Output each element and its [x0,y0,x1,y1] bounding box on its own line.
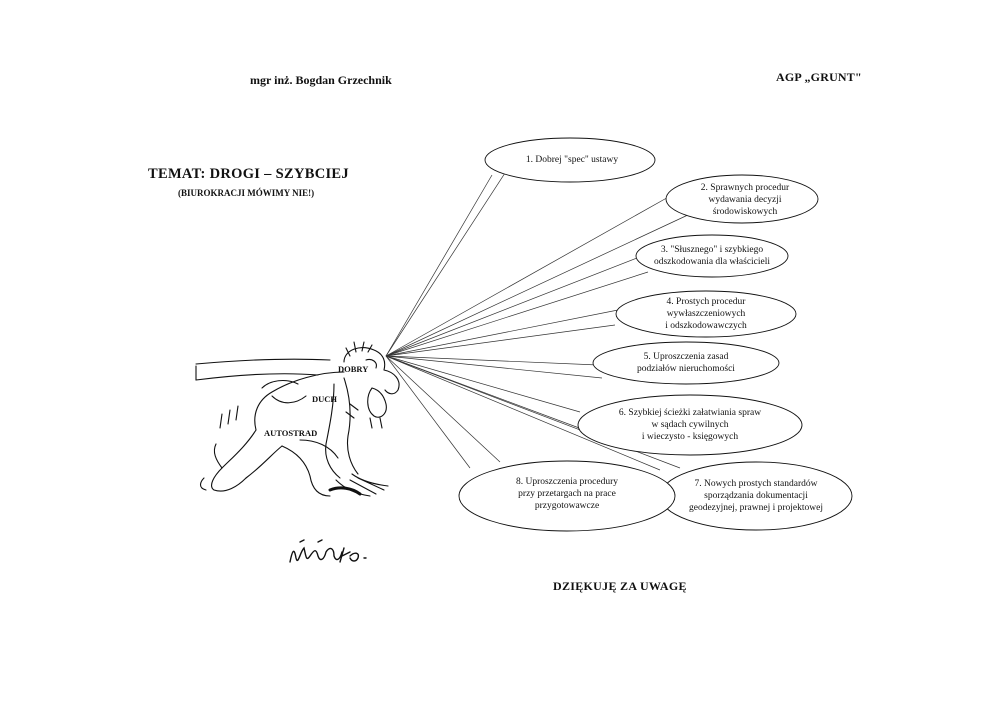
bubble-6-text: 6. Szybkiej ścieżki załatwiania spraw w … [618,408,762,442]
bubble-4 [615,290,797,338]
bubble-3 [635,234,789,278]
bubble-5 [592,341,780,385]
bubble-1 [484,137,656,183]
bubble-5-text: 5. Uproszczenia zasad podziałów nierucho… [637,352,735,374]
label-dobry: DOBRY [338,364,369,374]
topic-title: TEMAT: DROGI – SZYBCIEJ [148,166,349,182]
bubble-1-text: 1. Dobrej "spec" ustawy [525,155,619,165]
bubble-3-text: 3. "Słusznego" i szybkiego odszkodowania… [653,245,771,267]
bubble-2-text: 2. Sprawnych procedur wydawania decyzji … [700,183,790,217]
bubble-6 [577,394,803,456]
bubble-8 [458,460,676,532]
bubble-4-text: 4. Prostych procedur wywłaszczeniowych i… [665,297,747,331]
bubble-2 [665,174,819,224]
bubble-8-text: 8. Uproszczenia procedury przy przetarga… [515,477,619,511]
organization-name: AGP „GRUNT" [776,70,862,84]
author-name: mgr inż. Bogdan Grzechnik [250,73,392,87]
signature-graphic [289,539,367,563]
ray-lines [385,149,691,471]
label-autostrad: AUTOSTRAD [264,428,318,438]
label-duch: DUCH [312,394,338,404]
bubble-7-text: 7. Nowych prostych standardów sporządzan… [688,479,824,513]
thanks-message: DZIĘKUJĘ ZA UWAGĘ [553,579,687,593]
crawling-man-illustration [195,341,400,497]
topic-subtitle: (BIUROKRACJI MÓWIMY NIE!) [178,188,315,198]
